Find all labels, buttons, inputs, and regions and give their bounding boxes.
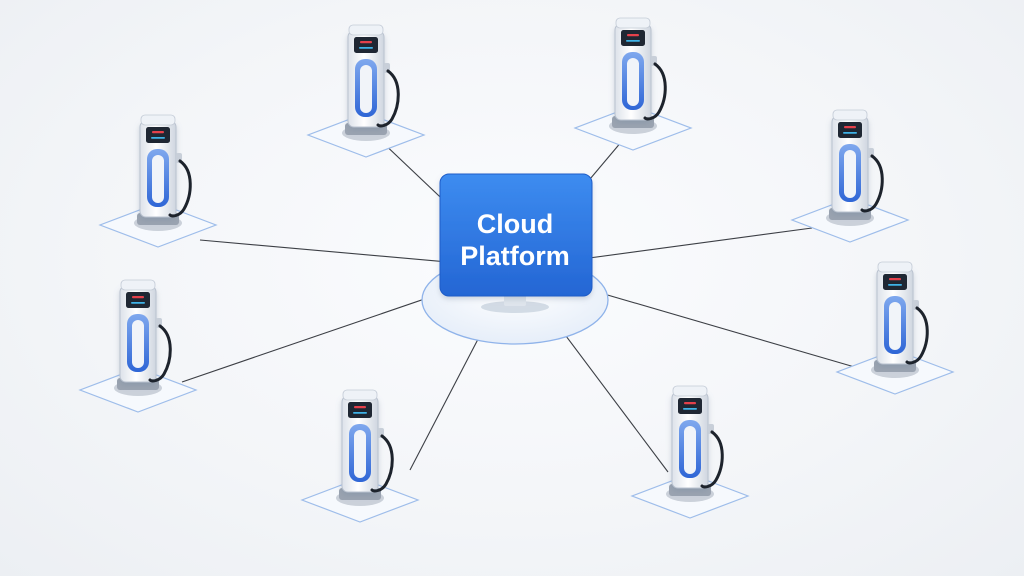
ev-charging-station-icon	[308, 25, 424, 157]
hub-label-line1: Cloud	[477, 209, 553, 239]
ev-charging-station-icon	[632, 386, 748, 518]
hub-label-line2: Platform	[460, 241, 570, 271]
ev-charging-station-icon	[575, 18, 691, 150]
cloud-platform-monitor	[440, 174, 592, 296]
cloud-platform-hub: Cloud Platform	[421, 173, 609, 345]
ev-charging-station-icon	[837, 262, 953, 394]
ev-charging-station-icon	[100, 115, 216, 247]
ev-charging-station-icon	[80, 280, 196, 412]
ev-charging-station-icon	[302, 390, 418, 522]
ev-charging-station-icon	[792, 110, 908, 242]
